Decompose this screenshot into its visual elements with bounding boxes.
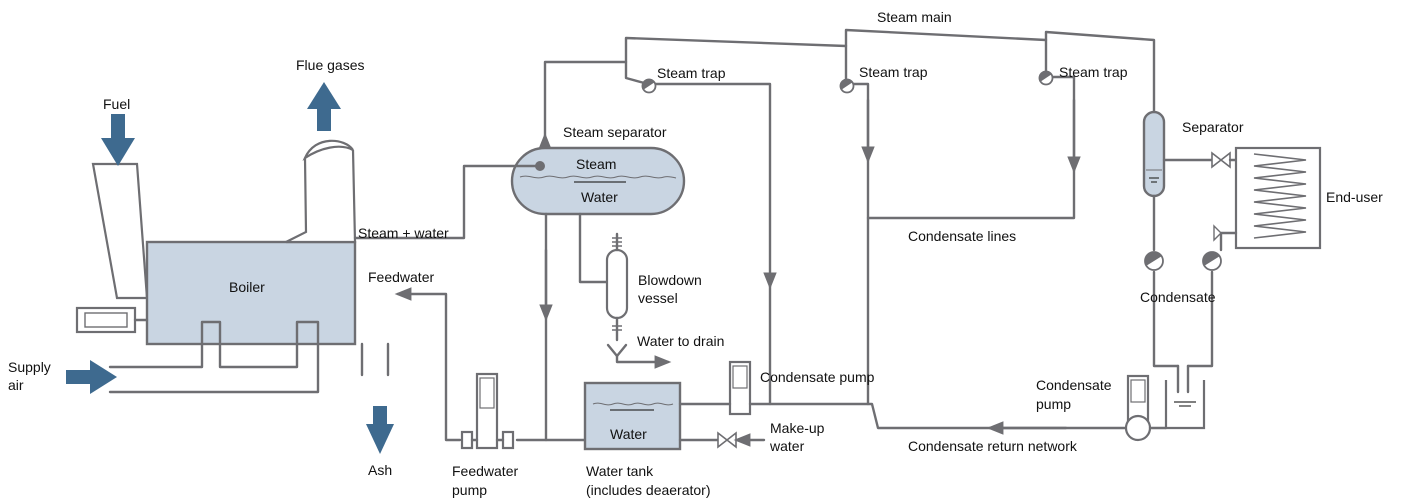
end-user <box>1234 146 1322 250</box>
label-makeup-1: Make-up <box>770 420 825 436</box>
label-steam-trap-2: Steam trap <box>859 64 928 80</box>
label-condensate-pump-right-1: Condensate <box>1036 377 1112 393</box>
ash-arrow-icon <box>360 342 394 454</box>
boiler <box>145 240 357 346</box>
label-end-user: End-user <box>1326 189 1383 205</box>
steam-separator <box>510 146 686 216</box>
label-steam: Steam <box>576 156 616 172</box>
steam-main-pipe <box>538 28 1156 150</box>
label-condensate: Condensate <box>1140 289 1216 305</box>
label-steam-plus-water: Steam + water <box>358 225 449 241</box>
label-supply-air-1: Supply <box>8 359 51 375</box>
label-steam-trap-1: Steam trap <box>657 65 726 81</box>
label-makeup-2: water <box>769 438 805 454</box>
label-steam-main: Steam main <box>877 9 952 25</box>
label-water-tank-inner: Water <box>610 426 647 442</box>
blowdown-vessel <box>605 232 672 369</box>
label-ash: Ash <box>368 462 392 478</box>
label-condensate-return-network: Condensate return network <box>908 438 1078 454</box>
label-supply-air-2: air <box>8 377 24 393</box>
label-condensate-lines: Condensate lines <box>908 228 1016 244</box>
label-feedwater-pump-1: Feedwater <box>452 463 518 479</box>
water-tank <box>583 381 682 451</box>
label-feedwater: Feedwater <box>368 269 434 285</box>
condensate-pump-right <box>1124 374 1152 442</box>
fuel-arrow-icon <box>101 114 135 166</box>
label-water-drum: Water <box>581 189 618 205</box>
steam-trap-icon <box>1202 251 1222 271</box>
label-water-to-drain: Water to drain <box>637 333 724 349</box>
supply-valve-icon <box>1211 151 1231 169</box>
label-blowdown-1: Blowdown <box>638 272 702 288</box>
condensate-pump-top <box>728 360 752 416</box>
burner-fan <box>75 306 149 334</box>
steam-trap-icon <box>641 78 657 94</box>
label-boiler: Boiler <box>229 279 265 295</box>
makeup-valve-icon <box>717 431 737 449</box>
label-condensate-pump-top: Condensate pump <box>760 369 875 385</box>
label-steam-trap-3: Steam trap <box>1059 64 1128 80</box>
steam-trap-icon <box>839 78 855 94</box>
feedwater-pump <box>460 372 515 450</box>
label-water-tank-1: Water tank <box>586 463 654 479</box>
label-separator: Separator <box>1182 119 1244 135</box>
flue-stack <box>285 139 357 244</box>
supply-air-arrow-icon <box>66 360 117 394</box>
label-fuel: Fuel <box>103 96 130 112</box>
label-feedwater-pump-2: pump <box>452 482 487 498</box>
return-valve-icon <box>1213 224 1222 242</box>
separator-vessel <box>1142 110 1166 198</box>
steam-trap-icon <box>1144 251 1164 271</box>
label-steam-separator: Steam separator <box>563 124 667 140</box>
condensate-receiver <box>1164 364 1206 430</box>
label-water-tank-2: (includes deaerator) <box>586 482 711 498</box>
label-flue-gases: Flue gases <box>296 57 364 73</box>
label-blowdown-2: vessel <box>638 290 678 306</box>
flue-gas-arrow-icon <box>307 82 341 131</box>
boiler-tubes <box>108 320 320 394</box>
boiler-unit <box>75 139 357 394</box>
label-condensate-pump-right-2: pump <box>1036 396 1071 412</box>
fuel-hopper <box>91 162 149 300</box>
steam-trap-icon <box>1038 70 1054 86</box>
